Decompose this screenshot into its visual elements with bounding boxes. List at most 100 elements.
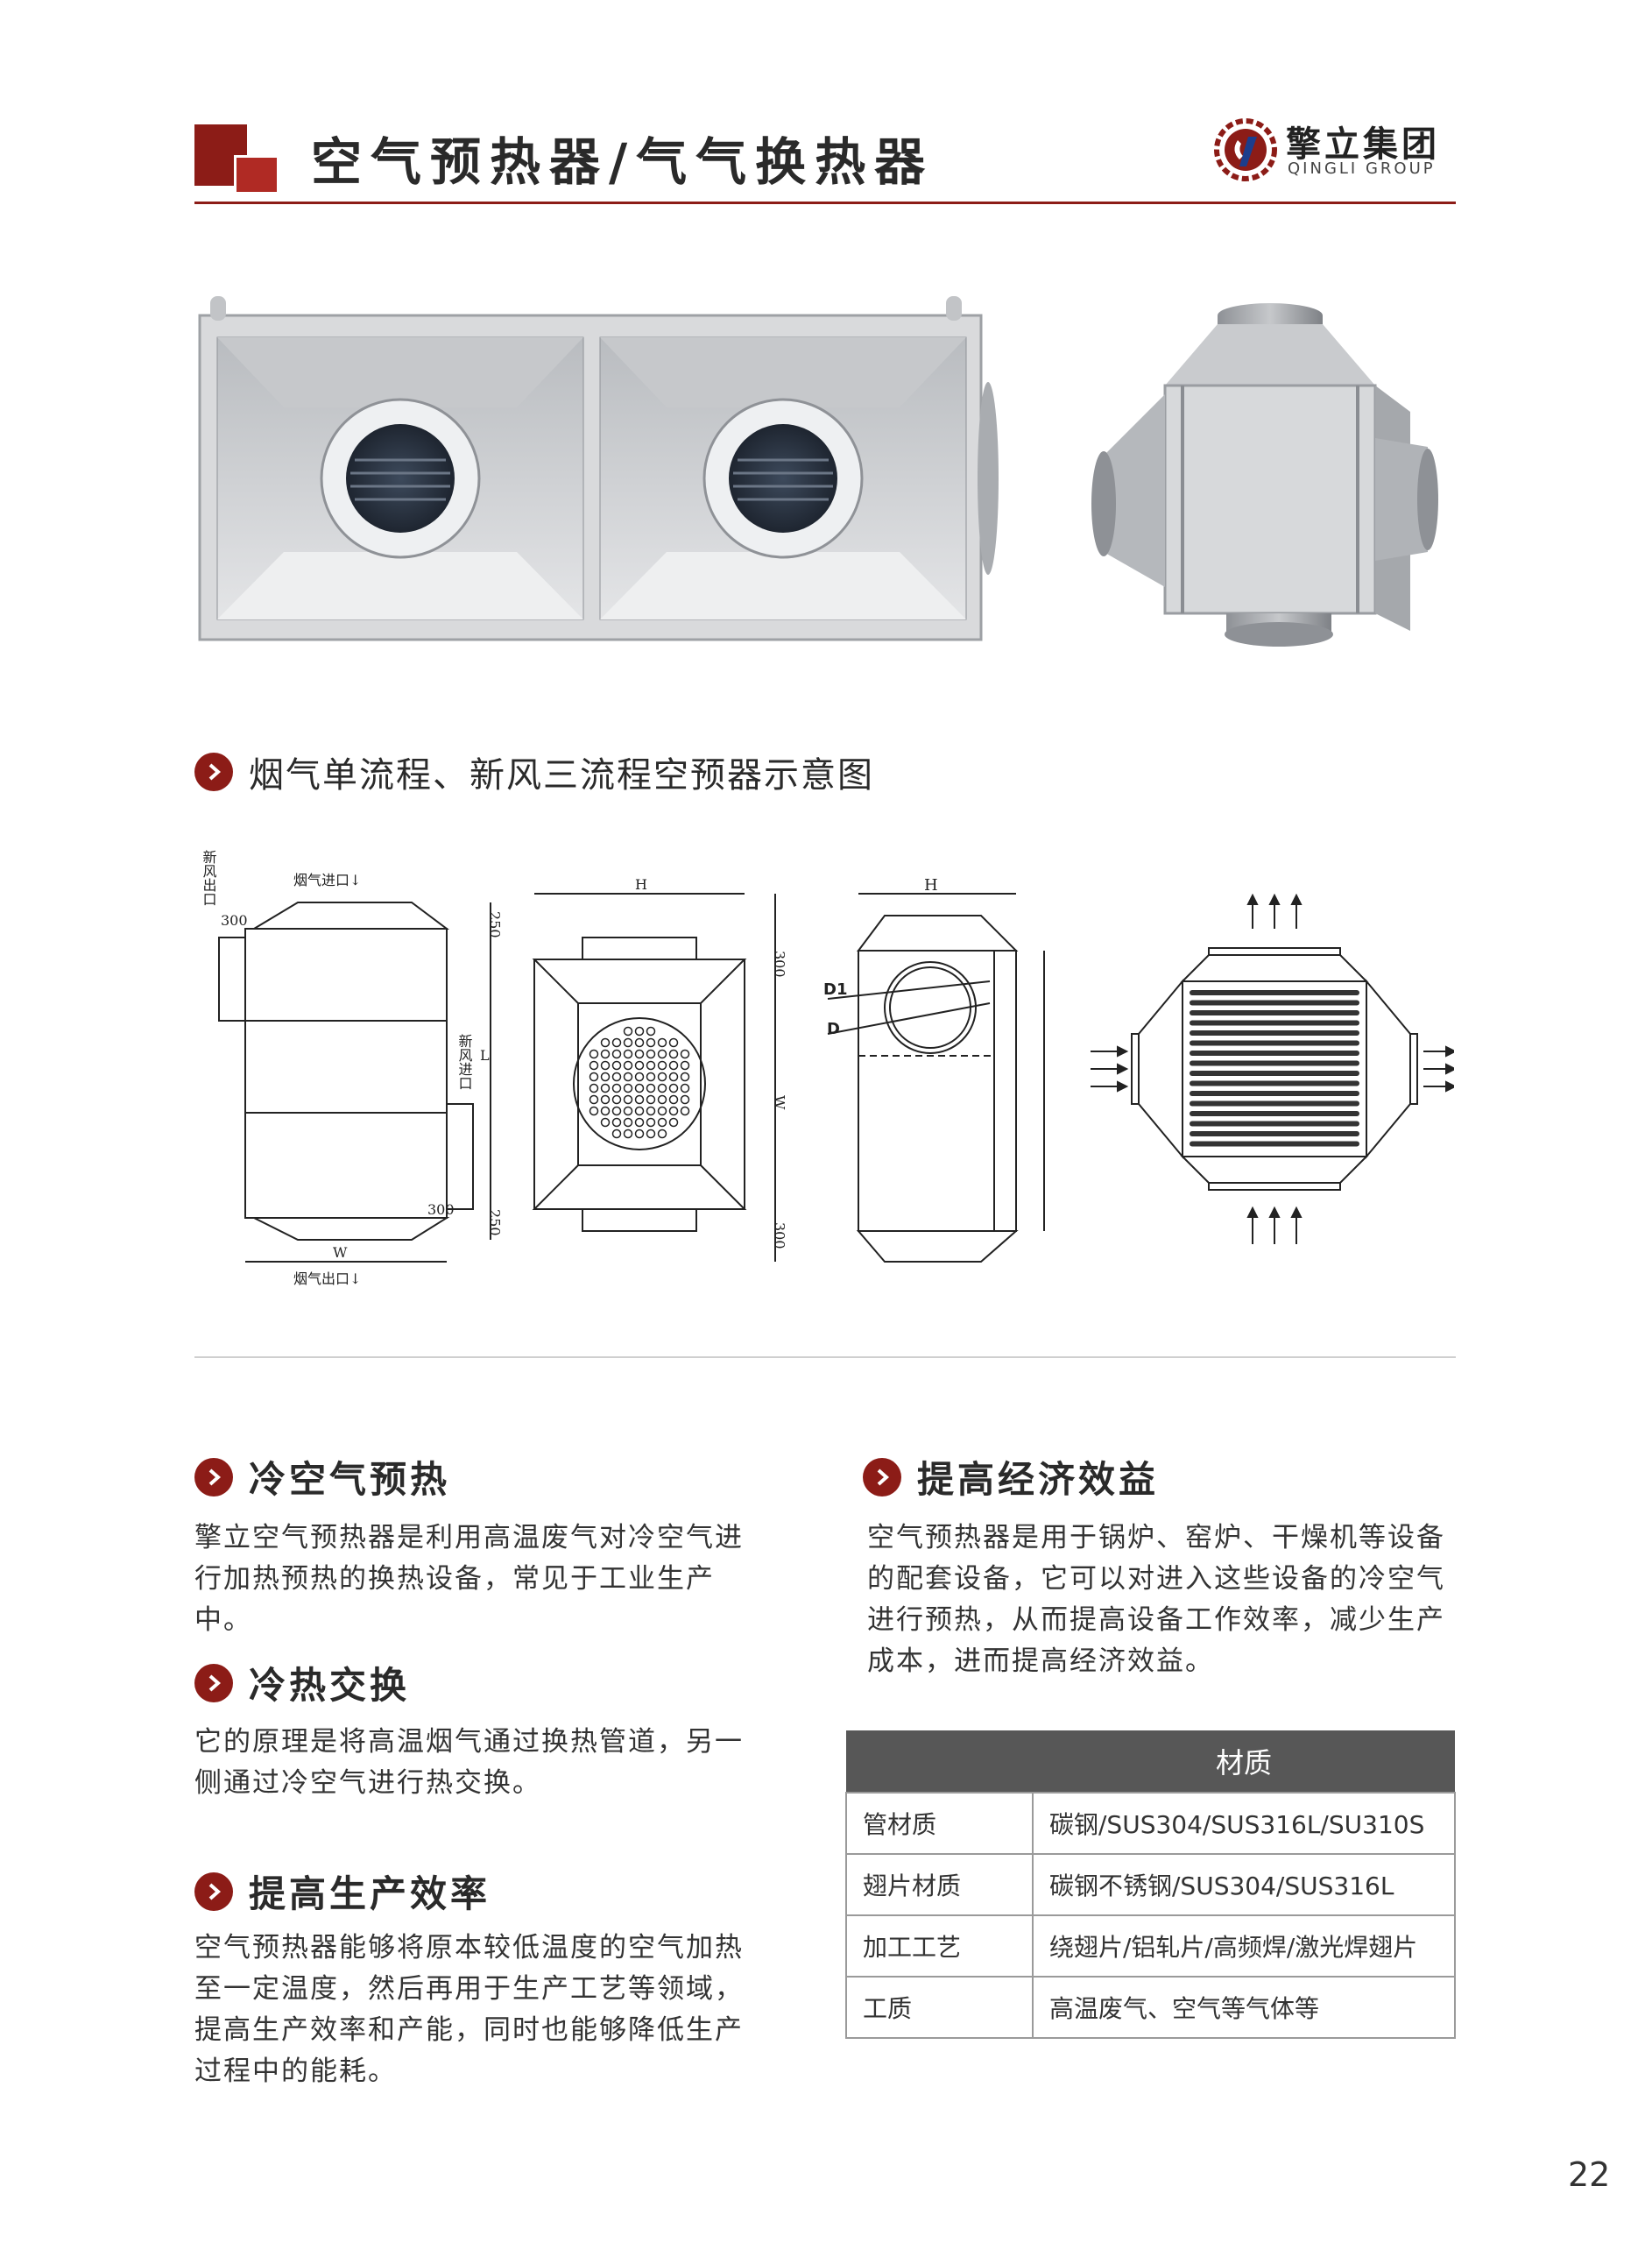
plate-hole xyxy=(611,1072,622,1082)
heat-tube xyxy=(1190,1060,1359,1066)
text-line: 过程中的能耗。 xyxy=(194,2055,397,2087)
heat-tube xyxy=(1190,1051,1359,1056)
tube-bundle xyxy=(1190,990,1359,1147)
plate-hole xyxy=(657,1094,667,1105)
plate-hole xyxy=(611,1117,622,1128)
plate-hole xyxy=(600,1106,611,1116)
plate-hole xyxy=(611,1037,622,1048)
text-line: 进行预热，从而提高设备工作效率，减少生产 xyxy=(867,1604,1445,1636)
plate-hole xyxy=(600,1037,611,1048)
page-title: 空气预热器/气气换热器 xyxy=(311,132,935,192)
label-250-top: 250 xyxy=(487,911,504,938)
table-header-material: 材质 xyxy=(1033,1730,1455,1793)
qingli-logo-icon xyxy=(1214,118,1277,181)
plate-hole xyxy=(680,1083,690,1093)
header-decor-square-2 xyxy=(234,155,279,195)
plate-hole xyxy=(657,1072,667,1082)
plate-hole xyxy=(646,1026,656,1037)
chevron-right-icon xyxy=(194,1663,233,1702)
plate-hole xyxy=(634,1094,645,1105)
label-H-front: H xyxy=(635,876,647,893)
label-flue-in: 烟气进口↓ xyxy=(293,872,361,888)
plate-hole xyxy=(623,1060,633,1071)
table-header-blank xyxy=(846,1730,1033,1793)
diagram-front-view: H 300 W 300 xyxy=(532,876,788,1262)
plate-hole xyxy=(623,1037,633,1048)
section-exchange-heading: 冷热交换 xyxy=(194,1656,410,1709)
plate-hole xyxy=(600,1094,611,1105)
text-line: 空气预热器是用于锅炉、窑炉、干燥机等设备 xyxy=(867,1522,1445,1553)
text-line: 提高生产效率和产能，同时也能够降低生产 xyxy=(194,2014,744,2046)
heat-tube xyxy=(1190,1000,1359,1006)
text-line: 它的原理是将高温烟气通过换热管道，另一 xyxy=(194,1726,744,1758)
plate-hole xyxy=(589,1049,599,1059)
label-W-side: W xyxy=(333,1244,348,1261)
heat-tube xyxy=(1190,990,1359,995)
plate-hole xyxy=(668,1072,679,1082)
text-line: 空气预热器能够将原本较低温度的空气加热 xyxy=(194,1932,744,1964)
label-flue-out: 烟气出口↓ xyxy=(293,1270,361,1287)
heat-tube xyxy=(1190,1071,1359,1076)
chevron-right-icon xyxy=(194,1872,233,1911)
table-cell-key: 翅片材质 xyxy=(845,1853,1034,1916)
flow-arrows xyxy=(1091,894,1454,1244)
section-exchange-title: 冷热交换 xyxy=(249,1664,411,1707)
text-line: 侧通过冷空气进行热交换。 xyxy=(194,1767,541,1799)
label-D1: D1 xyxy=(823,980,847,999)
plate-hole xyxy=(646,1083,656,1093)
section-exchange-body: 它的原理是将高温烟气通过换热管道，另一 侧通过冷空气进行热交换。 xyxy=(194,1722,790,1804)
product-photo-double-chamber xyxy=(198,296,999,641)
section-cold-preheat-heading: 冷空气预热 xyxy=(194,1450,450,1504)
product-photo-cube-heater xyxy=(1091,303,1438,647)
plate-hole xyxy=(634,1049,645,1059)
plate-hole xyxy=(646,1049,656,1059)
label-fresh-air-in: 新风进口 xyxy=(456,1034,473,1090)
table-row: 工质 高温废气、空气等气体等 xyxy=(845,1976,1456,2039)
table-row: 加工工艺 绕翅片/铝轧片/高频焊/激光焊翅片 xyxy=(845,1914,1456,1978)
heat-tube xyxy=(1190,1091,1359,1096)
table-cell-value: 碳钢/SUS304/SUS316L/SU310S xyxy=(1032,1792,1456,1855)
plate-hole xyxy=(634,1129,645,1139)
text-line: 擎立空气预热器是利用高温废气对冷空气进 xyxy=(194,1522,744,1553)
section-cold-preheat-title: 冷空气预热 xyxy=(249,1458,451,1501)
plate-hole xyxy=(657,1083,667,1093)
label-H-duct: H xyxy=(924,876,938,895)
plate-hole xyxy=(646,1037,656,1048)
heat-tube xyxy=(1190,1020,1359,1026)
heat-tube xyxy=(1190,1100,1359,1107)
diagram-section-heading: 烟气单流程、新风三流程空预器示意图 xyxy=(194,746,874,797)
section-cold-preheat-body: 擎立空气预热器是利用高温废气对冷空气进 行加热预热的换热设备，常见于工业生产 中… xyxy=(194,1518,790,1641)
plate-hole xyxy=(623,1094,633,1105)
plate-hole xyxy=(611,1083,622,1093)
text-line: 成本，进而提高经济效益。 xyxy=(867,1645,1214,1677)
chevron-right-icon xyxy=(194,753,233,791)
plate-hole xyxy=(623,1083,633,1093)
brand-name-en: QINGLI GROUP xyxy=(1288,159,1436,178)
heat-tube xyxy=(1190,1040,1359,1046)
plate-hole xyxy=(623,1049,633,1059)
plate-hole xyxy=(611,1106,622,1116)
text-line: 行加热预热的换热设备，常见于工业生产 xyxy=(194,1563,715,1595)
plate-hole xyxy=(657,1106,667,1116)
plate-hole xyxy=(634,1060,645,1071)
plate-hole xyxy=(680,1094,690,1105)
label-300-front-bottom: 300 xyxy=(772,1222,788,1249)
plate-hole xyxy=(634,1072,645,1082)
plate-hole xyxy=(680,1049,690,1059)
table-header-row: 材质 xyxy=(846,1730,1455,1793)
table-cell-key: 管材质 xyxy=(845,1792,1034,1855)
plate-hole xyxy=(646,1117,656,1128)
plate-hole xyxy=(634,1117,645,1128)
plate-hole xyxy=(657,1060,667,1071)
label-250-bottom: 250 xyxy=(487,1209,504,1236)
label-D: D xyxy=(827,1020,840,1038)
section-economic-title: 提高经济效益 xyxy=(917,1458,1160,1501)
plate-hole xyxy=(646,1094,656,1105)
plate-hole xyxy=(589,1083,599,1093)
heat-tube xyxy=(1190,1030,1359,1036)
plate-hole xyxy=(634,1037,645,1048)
plate-hole xyxy=(623,1129,633,1139)
plate-hole xyxy=(623,1106,633,1116)
page-number: 22 xyxy=(1568,2155,1611,2194)
plate-hole xyxy=(646,1129,656,1139)
